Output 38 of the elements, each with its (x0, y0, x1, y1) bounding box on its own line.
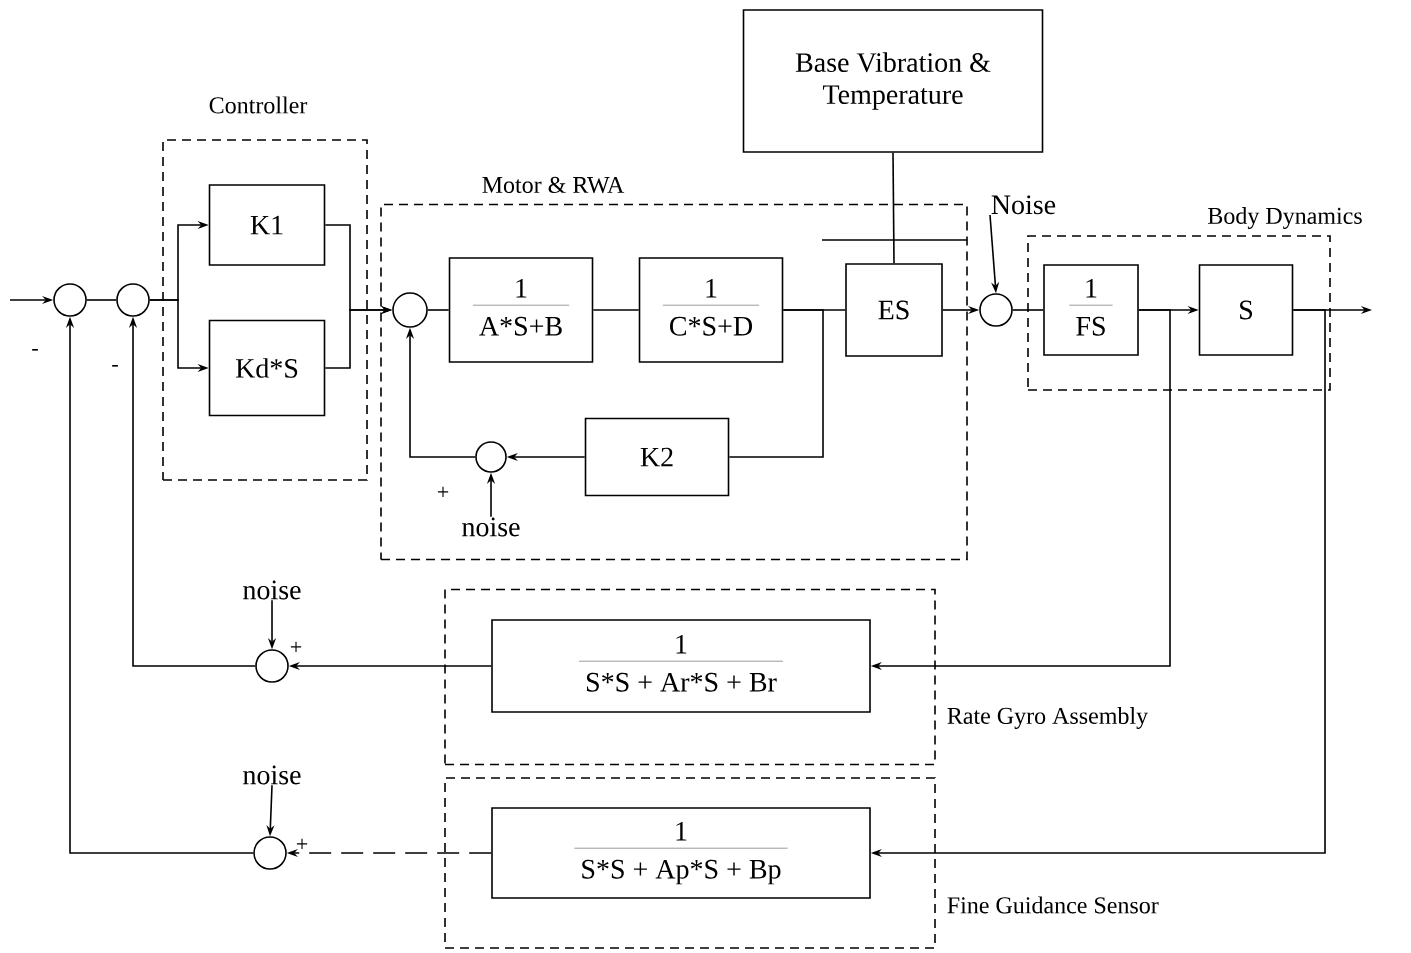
sign-label: - (112, 365, 118, 367)
summing-junction (392, 292, 428, 328)
block: S (1198, 264, 1294, 356)
transfer-function-block: 1 S*S + Ar*S + Br (491, 619, 871, 713)
sign-label: + (437, 486, 449, 498)
transfer-function-block: 1 FS (1043, 264, 1139, 356)
group-heading: Controller (209, 96, 308, 114)
sign-label: + (296, 838, 308, 850)
noise-label: noise (462, 517, 520, 537)
transfer-function-block: 1 A*S+B (448, 257, 594, 363)
summing-junction (116, 283, 150, 317)
group-heading: Motor & RWA (482, 176, 625, 194)
block: K1 (208, 184, 326, 266)
noise-label: Noise (991, 195, 1056, 215)
block: Kd*S (208, 319, 326, 417)
group-heading: Rate Gyro Assembly (947, 707, 1148, 729)
block: K2 (584, 417, 730, 497)
group-heading: Body Dynamics (1208, 207, 1362, 229)
summing-junction (253, 836, 287, 870)
connector (1012, 309, 1044, 311)
connector (427, 309, 450, 311)
connector (592, 309, 640, 311)
sign-label: + (290, 641, 302, 653)
connector (728, 309, 824, 458)
block: ES (845, 263, 943, 357)
noise-label: noise (243, 765, 301, 785)
transfer-function-block: 1 S*S + Ap*S + Bp (491, 807, 871, 899)
group-heading: Fine Guidance Sensor (947, 896, 1159, 914)
summing-junction (255, 649, 289, 683)
noise-label: noise (243, 580, 301, 600)
connector (86, 299, 117, 301)
summing-junction (53, 283, 87, 317)
block: Base Vibration & Temperature (742, 9, 1044, 153)
sign-label: - (32, 349, 38, 351)
connector (892, 152, 895, 264)
summing-junction (979, 293, 1013, 327)
transfer-function-block: 1 C*S+D (638, 257, 784, 363)
summing-junction (475, 441, 507, 473)
